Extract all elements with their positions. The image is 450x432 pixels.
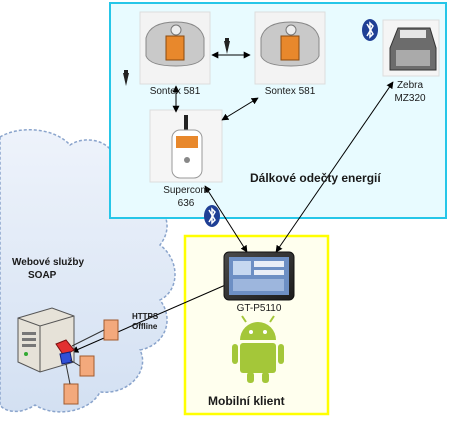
zebra-label-line2: MZ320 (394, 93, 426, 104)
zebra-label-line1: Zebra (396, 80, 424, 91)
sontex-right-device (254, 11, 326, 85)
firewall-icon (55, 319, 119, 405)
sontex-right-label: Sontex 581 (264, 86, 316, 97)
link-supercom-tablet (204, 185, 248, 253)
https-label-line1: HTTPS (132, 312, 159, 321)
antenna-icon (224, 38, 230, 54)
link-tablet-server (71, 282, 231, 353)
supercom-label-line2: 636 (177, 198, 195, 209)
bluetooth-icon (362, 19, 378, 41)
cloud-title-line2: SOAP (28, 270, 57, 281)
remote-readings-title: Dálkové odečty energií (250, 171, 381, 185)
tablet-device (223, 251, 295, 301)
zebra-printer-device (382, 19, 440, 77)
mobile-client-title: Mobilní klient (208, 394, 285, 408)
tablet-label: GT-P5110 (236, 303, 282, 314)
sontex-left-device (139, 11, 211, 85)
supercom-label-line1: Supercom (163, 185, 209, 196)
cloud-title-line1: Webové služby (12, 257, 85, 268)
android-icon (232, 315, 284, 383)
link-supercom-sontex-right (221, 97, 259, 121)
https-label-line2: Offline (132, 322, 158, 331)
link-zebra-tablet (275, 81, 394, 253)
antenna-icon (123, 70, 129, 86)
supercom-device (149, 109, 223, 183)
sontex-left-label: Sontex 581 (149, 86, 201, 97)
